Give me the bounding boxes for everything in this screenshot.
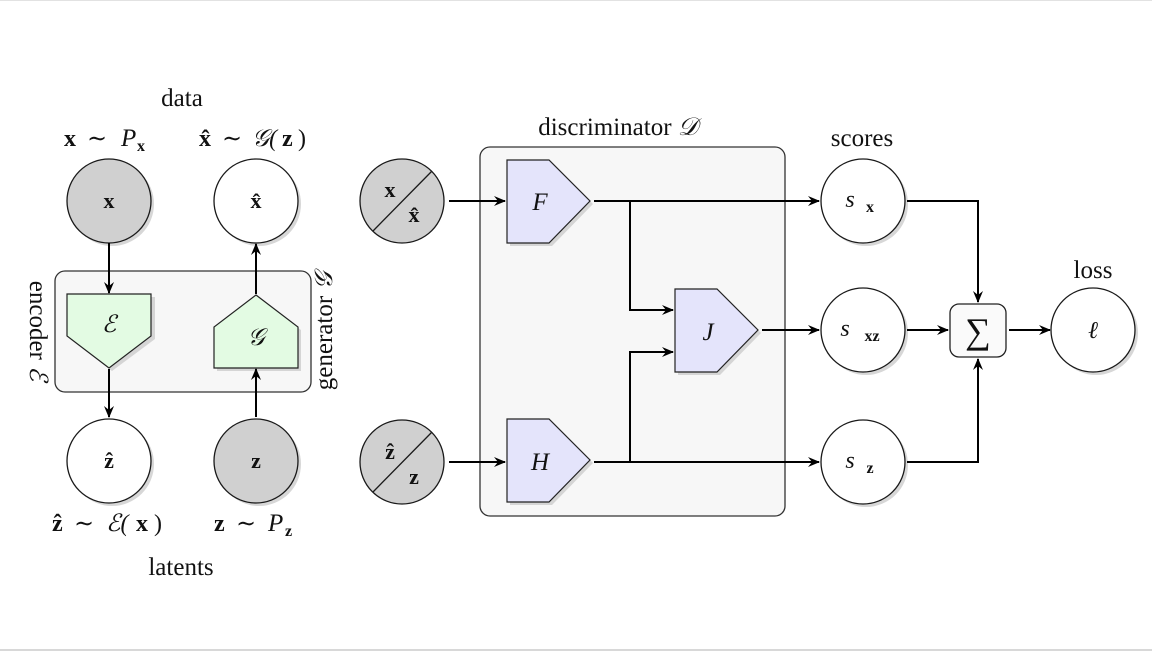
sxz-sub: xz — [864, 328, 879, 345]
encoder-symbol: ℰ — [24, 366, 51, 384]
latents-label: latents — [148, 554, 213, 581]
formula-x-rhs: P — [120, 125, 136, 152]
node-z-hat-label: ẑ — [104, 448, 114, 473]
sum-symbol: ∑ — [965, 311, 991, 351]
svg-text:encoder ℰ: encoder ℰ — [24, 281, 51, 384]
input-node-zhat-z: ẑ z — [359, 419, 445, 505]
node-x-hat: x̂ — [213, 158, 301, 246]
discriminator-title: discriminator 𝒟 — [538, 114, 703, 141]
zhat-distribution-formula: ẑ ∼ ℰ( x ) — [52, 511, 162, 537]
node-z: z — [213, 418, 301, 506]
frame-bottom-border — [0, 649, 1152, 651]
formula-xhat-sym: ∼ — [222, 126, 242, 152]
encoder-label: encoder — [24, 281, 51, 361]
encoder-side-label: encoder ℰ — [24, 281, 51, 384]
formula-xhat-arg: z — [282, 126, 293, 152]
score-node-sx: s x — [820, 158, 908, 246]
scores-label: scores — [831, 125, 893, 152]
loss-symbol: ℓ — [1088, 318, 1098, 344]
node-x-hat-label: x̂ — [251, 188, 262, 213]
loss-label: loss — [1074, 257, 1113, 284]
formula-x-sym: ∼ — [87, 126, 107, 152]
node-x: x — [66, 158, 154, 246]
generator-block-label: 𝒢 — [247, 325, 268, 351]
sum-node: ∑ — [949, 303, 1007, 358]
input-x-top-label: x — [385, 177, 396, 202]
formula-xhat-lhs: x̂ — [199, 126, 211, 152]
formula-z-sub: z — [285, 523, 292, 540]
node-x-label: x — [104, 188, 115, 213]
formula-zhat-close: ) — [154, 511, 162, 537]
formula-z-rhs: P — [267, 510, 283, 537]
score-node-sz: s z — [820, 419, 908, 507]
xhat-distribution-formula: x̂ ∼ 𝒢( z ) — [199, 126, 306, 152]
generator-symbol: 𝒢 — [311, 268, 338, 290]
formula-zhat-lhs: ẑ — [52, 511, 63, 537]
sx-sub: x — [866, 199, 874, 216]
sx-base: s — [845, 187, 854, 213]
sz-base: s — [845, 448, 854, 474]
edge-sx-to-sum — [907, 200, 983, 303]
formula-xhat-close: ) — [298, 126, 306, 152]
formula-z-lhs: z — [214, 511, 225, 537]
input-node-x-xhat: x x̂ — [359, 158, 445, 244]
block-F: F — [506, 159, 593, 246]
edge-H-to-J — [629, 347, 674, 462]
sz-sub: z — [866, 460, 873, 477]
discriminator-label: discriminator — [538, 114, 672, 141]
node-z-label: z — [251, 448, 261, 473]
edge-F-to-J — [629, 201, 674, 315]
block-H-label: H — [530, 449, 551, 476]
formula-z-sym: ∼ — [236, 511, 256, 537]
formula-zhat-arg: x — [136, 511, 148, 537]
z-distribution-formula: z ∼ P z — [214, 510, 292, 540]
formula-zhat-rhs: ℰ( — [106, 511, 131, 537]
generator-side-label: generator 𝒢 — [311, 268, 338, 391]
formula-x-sub: x — [137, 138, 145, 155]
encoder-block: ℰ — [66, 293, 155, 371]
node-z-hat: ẑ — [66, 418, 154, 506]
formula-xhat-rhs: 𝒢( — [252, 126, 279, 152]
formula-x-lhs: x — [64, 126, 76, 152]
formula-zhat-sym: ∼ — [74, 511, 94, 537]
generator-label: generator — [311, 295, 338, 390]
input-z-bottom-label: z — [409, 464, 419, 489]
x-distribution-formula: x ∼ P x — [64, 125, 145, 155]
data-label: data — [161, 85, 203, 112]
discriminator-symbol: 𝒟 — [678, 114, 703, 141]
sxz-base: s — [840, 316, 849, 342]
input-x-bottom-label: x̂ — [409, 202, 420, 227]
block-F-label: F — [531, 189, 548, 216]
block-J-label: J — [702, 319, 715, 346]
loss-node: ℓ — [1050, 287, 1138, 375]
edge-sz-to-sum — [907, 358, 983, 463]
encoder-block-label: ℰ — [102, 312, 119, 338]
block-J: J — [674, 288, 761, 375]
score-node-sxz: s xz — [820, 287, 908, 375]
frame-top-border — [0, 0, 1152, 1]
block-H: H — [506, 418, 593, 505]
svg-text:generator 𝒢: generator 𝒢 — [311, 268, 338, 391]
input-z-top-label: ẑ — [385, 439, 395, 464]
